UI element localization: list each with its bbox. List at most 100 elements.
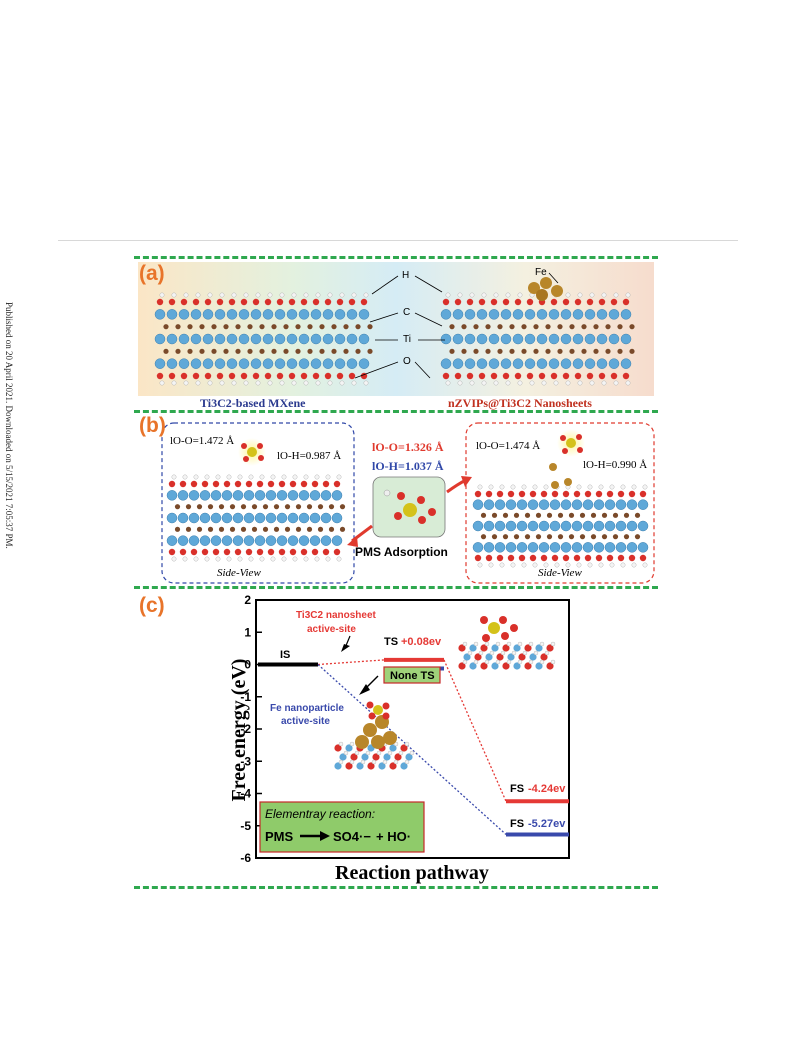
h-atom [291,380,297,386]
h-atom [445,380,451,386]
h-atom [510,562,516,568]
surface-atom [463,653,471,661]
h-atom [550,659,556,665]
ti-atom [178,309,190,320]
o-atom [288,372,296,380]
c-atom [557,324,563,330]
o-atom [264,372,272,380]
o-atom [267,548,275,556]
o-atom [201,548,209,556]
ti-atom [166,358,178,369]
h-atom [267,380,273,386]
surface-atom [491,662,499,670]
h-atom [598,484,604,490]
h-atom [354,750,360,756]
o-atom [234,548,242,556]
h-atom [528,641,534,647]
h-atom [469,292,475,298]
ti-atom [346,333,358,345]
h-atom [532,562,538,568]
h-atom [231,292,237,298]
h-atom [255,380,261,386]
c-atom [185,526,192,532]
h-atom [291,292,297,298]
ti-atom [483,520,495,532]
o-atom [300,298,308,306]
ti-atom [626,542,638,553]
connector-fs [443,659,507,802]
h-atom [393,741,399,747]
ti-atom [298,535,310,546]
surface-atom [334,762,342,770]
o-atom [610,298,618,306]
c-atom [343,324,349,330]
ti-atom [188,512,200,524]
ti-atom [494,542,506,553]
pristine-box [161,422,355,584]
fe-site-structure [334,701,415,770]
o-atom [442,298,450,306]
ti-atom [440,333,452,345]
mxene-slab-structure [154,292,635,386]
o-atom [595,554,603,562]
h-atom [255,292,261,298]
c-atom [295,348,301,354]
ti-atom [210,490,222,501]
o-atom [606,490,614,498]
fe-site-label-1: Fe nanoparticle [270,703,344,714]
ti-atom [238,358,250,369]
h-atom [204,474,210,480]
o-atom [502,372,510,380]
ti-atom [524,333,536,345]
h-atom [237,556,243,562]
fe-atom [355,735,369,749]
h-atom [382,759,388,765]
c-atom [271,348,277,354]
ti-atom [274,333,286,345]
h-atom [511,650,517,656]
h-atom [404,741,410,747]
ti-site-label-2: active-site [307,624,356,635]
c-atom [317,504,324,510]
h-atom [462,659,468,665]
h-atom [171,380,177,386]
c-atom [339,526,346,532]
ti-atom [166,333,178,345]
o-atom [256,480,264,488]
ti-atom [464,333,476,345]
c-atom [601,512,608,518]
ti-atom [310,333,322,345]
h-atom [270,556,276,562]
surface-atom [458,662,466,670]
o-atom [538,372,546,380]
h-atom [303,556,309,562]
y-tick-label: -5 [240,819,251,833]
ti-atom [254,535,266,546]
ti-atom [262,309,274,320]
c-atom [306,526,313,532]
o-atom [179,480,187,488]
o-atom [300,372,308,380]
h-atom [565,380,571,386]
h-atom [303,380,309,386]
o-atom [156,372,164,380]
h-atom [642,484,648,490]
c-atom [328,526,335,532]
o-atom [550,298,558,306]
ti-atom [265,490,277,501]
ti-atom [464,309,476,320]
ts-label: TS [384,636,398,648]
ti-atom [524,358,536,369]
o-atom [454,372,462,380]
h-atom [642,562,648,568]
divider-top [134,256,658,259]
o-atom [501,632,509,640]
ti-atom [538,520,550,532]
ti-atom [637,499,649,510]
c-atom [533,324,539,330]
ti-atom [593,520,605,532]
surface-atom [546,644,554,652]
c-atom [535,512,542,518]
o-atom [442,372,450,380]
fe-caption: Side-View [538,567,582,579]
